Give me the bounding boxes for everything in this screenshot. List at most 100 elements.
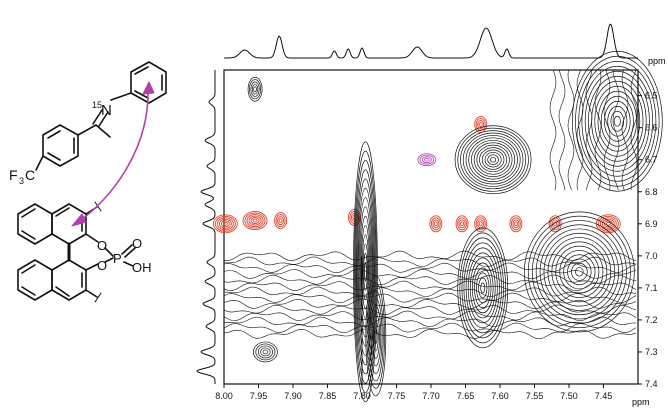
chemical-structures [17,61,167,303]
positive-peak-5-level-14 [571,50,663,192]
positive-peak-4-level-7 [467,252,498,324]
positive-peak-7-level-3 [257,345,273,359]
y-tick-label-8: 7.3 [645,347,658,357]
x-tick-label-11: 7.45 [595,391,613,401]
positive-peak-0-level-5 [247,76,263,102]
positive-peak-2-level-2 [372,320,379,352]
positive-peak-0-level-4 [249,79,261,100]
positive-peak-5-level-1 [613,115,621,127]
positive-band-contour-9 [223,304,637,316]
negative-peak-7-level-2 [512,219,520,229]
positive-peak-6-level-4 [563,254,596,290]
positive-peak-4-level-11 [459,232,507,344]
positive-peak-0-level-2 [251,84,259,95]
negative-peak-1-level-3 [248,215,262,226]
positive-peak-5-level-9 [588,75,647,167]
positive-band-contour-5 [223,280,637,292]
x-tick-label-2: 7.90 [284,391,302,401]
y-tick-label-0: 6.5 [645,91,658,101]
x-tick-label-5: 7.75 [388,391,406,401]
positive-peak-7-level-4 [255,343,276,361]
y-tick-label-1: 6.6 [645,123,658,133]
negative-peak-5-level-3 [457,217,467,231]
spectrum-plot [212,50,663,403]
intermolecular-peak-level-1 [424,157,430,162]
positive-peak-6-level-5 [559,250,600,294]
positive-band-contour-7 [223,292,637,304]
positive-peak-1-level-8 [358,197,373,347]
negative-peak-4-level-4 [429,215,443,233]
negative-peak-10-level-1 [478,122,483,127]
n-atom-label: N [101,102,112,119]
positive-band-contour-12 [223,322,637,334]
upper-right-contour-7 [567,69,575,191]
top-1d-projection [224,23,638,59]
positive-peak-5-level-11 [581,65,654,177]
positive-peak-1-level-14 [353,141,378,403]
ring-o-top: O [97,238,107,253]
upper-right-contour-5 [585,69,593,191]
negative-peak-0-level-3 [218,218,232,229]
positive-peak-3-level-2 [487,154,499,165]
positive-peak-4-level-1 [480,282,486,294]
noe-arrow [77,87,149,223]
upper-right-contour-8 [558,69,566,191]
left-1d-projection [196,70,216,384]
positive-peak-4-level-4 [474,267,492,309]
positive-peak-6-level-6 [555,245,604,298]
positive-peak-3-level-14 [454,125,532,195]
imine-bond-2 [98,111,109,127]
upper-right-contour-1 [621,69,629,191]
positive-peak-3-level-7 [473,142,513,178]
positive-peak-3-level-11 [462,132,524,187]
positive-peak-1-level-11 [355,169,376,375]
positive-peak-2-level-1 [374,328,378,344]
positive-peak-0-level-1 [253,86,257,92]
negative-peak-0-level-1 [222,221,228,226]
p-atom-label: P [113,251,122,266]
negative-peak-1-level-1 [252,218,258,223]
negative-peak-6-level-1 [478,221,483,227]
positive-peak-6-level-14 [523,211,635,333]
positive-peak-7-level-1 [262,349,269,355]
p-oh-bond [123,261,134,267]
x-tick-label-3: 7.85 [319,391,337,401]
po-double-2 [124,247,136,258]
positive-band-contour-8 [223,298,637,310]
y-tick-label-3: 6.8 [645,187,658,197]
negative-peak-2-level-2 [277,216,285,226]
x-axis-unit-label: ppm [632,397,650,407]
positive-peak-6-level-10 [539,228,619,316]
y-tick-label-5: 7.0 [645,251,658,261]
n-phenyl-bond [110,92,132,101]
negative-peak-7-level-1 [513,221,518,227]
imine-bond [92,109,103,125]
positive-peak-7-level-5 [253,341,278,363]
positive-peak-5-level-12 [578,60,657,182]
y-tick-label-7: 7.2 [645,315,658,325]
p-bond-2 [104,257,114,263]
positive-peak-5-level-5 [600,95,634,147]
negative-peak-0-level-5 [214,215,236,232]
positive-peak-7-level-2 [260,347,271,357]
positive-band-contour-6 [223,286,637,297]
upper-right-contour-6 [576,69,584,191]
negative-peak-1-level-5 [244,212,266,229]
cf3-f-label: F [9,167,18,183]
y-tick-label-6: 7.1 [645,283,658,293]
noe-arrowhead-upper [142,81,155,95]
positive-peak-2-level-3 [371,313,380,359]
negative-peak-5-level-4 [455,215,469,233]
methyl-bond [95,124,111,138]
positive-band-contour-13 [223,328,637,340]
positive-peak-3-level-1 [490,156,497,163]
negative-peak-0-level-4 [216,217,234,231]
y-tick-label-9: 7.4 [645,379,658,389]
upper-right-contour-9 [549,69,557,191]
negative-peak-9-level-4 [599,217,617,231]
positive-peak-4-level-2 [478,277,488,299]
upper-right-contour-4 [594,69,602,191]
positive-band-contour-4 [223,274,637,286]
